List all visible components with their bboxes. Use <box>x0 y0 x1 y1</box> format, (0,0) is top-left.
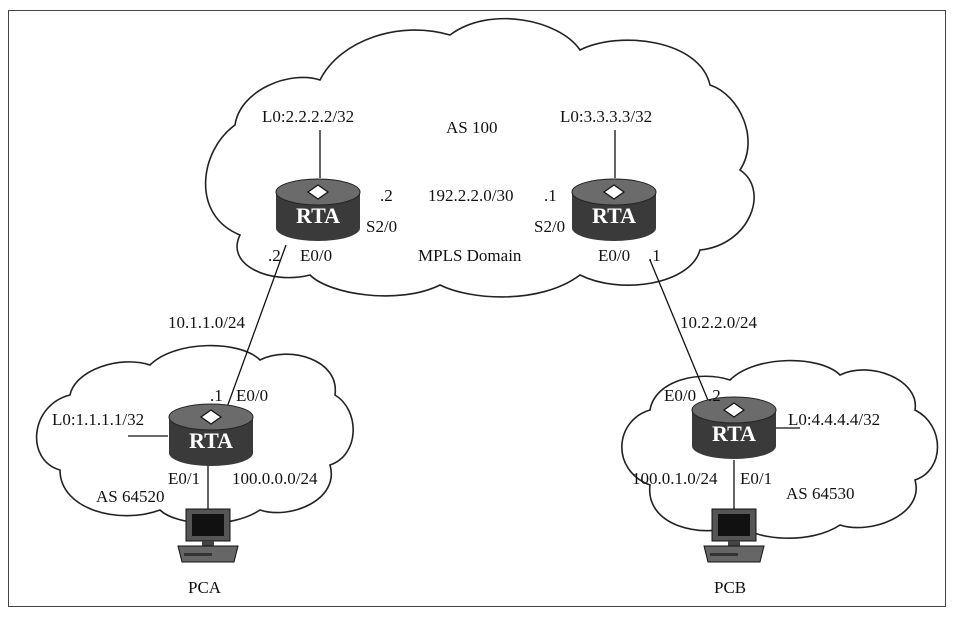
link-pe1-ce1 <box>225 244 287 411</box>
pe1-serial-label: S2/0 <box>366 217 397 236</box>
right-lan-network: 100.0.1.0/24 <box>632 469 718 488</box>
right-pe-ce-network: 10.2.2.0/24 <box>680 313 757 332</box>
right-as-label: AS 64530 <box>786 484 854 503</box>
ce2-eth1-label: E0/1 <box>740 469 772 488</box>
diagram-frame <box>8 10 946 607</box>
left-lan-network: 100.0.0.0/24 <box>232 469 318 488</box>
ce2-name: RTA <box>712 421 756 446</box>
router-icon: RTA <box>275 178 361 241</box>
pe1-name: RTA <box>296 203 340 228</box>
mpls-as-label: AS 100 <box>446 118 497 137</box>
pe1-loopback-label: L0:2.2.2.2/32 <box>262 107 354 126</box>
pe2-eth-ip: .1 <box>648 246 661 265</box>
link-pe2-ce2 <box>649 259 713 411</box>
router-icon: RTA <box>571 178 657 241</box>
pc-icon <box>703 508 765 563</box>
pcb-label: PCB <box>714 578 746 597</box>
pc-icon <box>177 508 239 563</box>
pe1-eth-label: E0/0 <box>300 246 332 265</box>
mpls-domain-label: MPLS Domain <box>418 246 522 265</box>
ce2-eth0-ip: .2 <box>708 386 721 405</box>
ce2-loopback-label: L0:4.4.4.4/32 <box>788 410 880 429</box>
pe1-serial-ip: .2 <box>380 186 393 205</box>
pca-label: PCA <box>188 578 222 597</box>
pe2-eth-label: E0/0 <box>598 246 630 265</box>
ce1-eth0-ip: .1 <box>210 386 223 405</box>
ce1-eth1-label: E0/1 <box>168 469 200 488</box>
pe2-loopback-label: L0:3.3.3.3/32 <box>560 107 652 126</box>
ce1-loopback-label: L0:1.1.1.1/32 <box>52 410 144 429</box>
pe2-serial-label: S2/0 <box>534 217 565 236</box>
left-as-label: AS 64520 <box>96 487 164 506</box>
ce1-eth0-label: E0/0 <box>236 386 268 405</box>
core-link-network: 192.2.2.0/30 <box>428 186 513 205</box>
ce1-name: RTA <box>189 428 233 453</box>
router-icon: RTA <box>168 403 254 466</box>
pe2-name: RTA <box>592 203 636 228</box>
left-pe-ce-network: 10.1.1.0/24 <box>168 313 245 332</box>
ce2-eth0-label: E0/0 <box>664 386 696 405</box>
router-icon: RTA <box>691 396 777 459</box>
pe1-eth-ip: .2 <box>268 246 281 265</box>
pe2-serial-ip: .1 <box>544 186 557 205</box>
